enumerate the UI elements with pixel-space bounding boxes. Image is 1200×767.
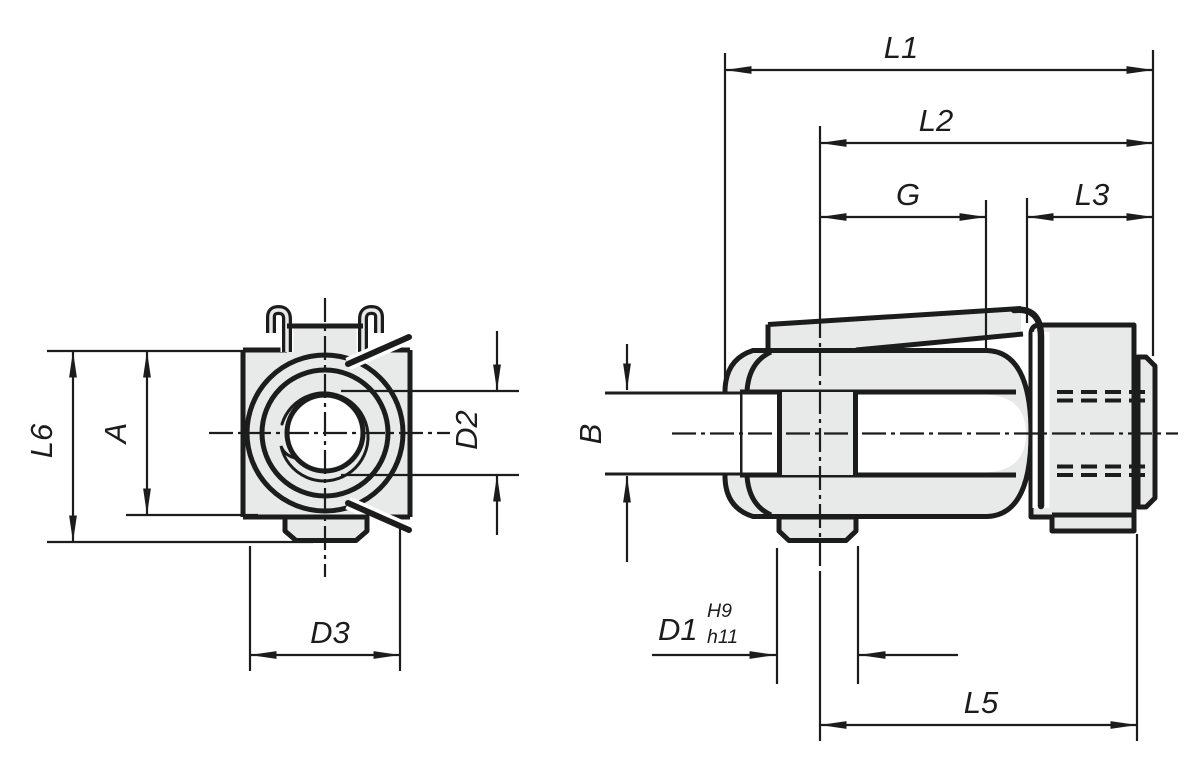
front-view [240, 303, 413, 543]
clip-wire-end-top [345, 331, 412, 370]
thread-hidden-lines [1033, 390, 1148, 477]
clip-wire-end-bottom [345, 497, 412, 536]
dim-a: A [98, 351, 151, 515]
dim-label-d3: D3 [310, 615, 350, 650]
dim-label-l1: L1 [884, 30, 918, 65]
pin-head-side [776, 514, 859, 543]
dim-label-l6: L6 [24, 423, 59, 458]
clip-wire-front-circle [279, 391, 370, 483]
dim-d2: D2 [449, 331, 501, 535]
extension-lines [47, 50, 1155, 741]
dim-label-d1-tolerance-upper: H9 [707, 600, 732, 622]
dim-label-a: A [98, 423, 133, 446]
dim-label-b: B [573, 424, 608, 445]
dimensions: L1 L2 G L3 L6 A D2 B [24, 30, 1155, 741]
fork-chamfer-curves [744, 349, 773, 518]
dim-l5: L5 [820, 685, 1137, 729]
dim-d3: D3 [250, 615, 400, 659]
clip-prong-right [356, 303, 386, 352]
clip-wire-bend [1010, 306, 1050, 510]
centerlines [209, 298, 1178, 577]
dim-l6: L6 [24, 351, 77, 542]
dim-label-d1: D1 [658, 612, 698, 647]
dim-b: B [573, 344, 631, 562]
dim-l1: L1 [725, 30, 1153, 74]
dim-g: G [820, 177, 986, 221]
dim-label-l2: L2 [919, 103, 953, 138]
dim-l3: L3 [1027, 177, 1153, 221]
clip-band-side-edges [765, 306, 1024, 353]
rod-outline [605, 391, 740, 476]
dim-label-l5: L5 [964, 685, 999, 720]
side-view [605, 306, 1158, 543]
end-cap [1135, 354, 1158, 510]
dim-label-d2: D2 [449, 410, 484, 450]
clip-prong-left [264, 303, 294, 352]
dim-l2: L2 [820, 103, 1153, 147]
clip-band-side [768, 309, 1021, 352]
dim-label-l3: L3 [1075, 177, 1109, 212]
dim-label-d1-tolerance-lower: h11 [707, 626, 738, 648]
dim-label-g: G [896, 177, 920, 212]
dim-d1: D1 H9 h11 [652, 600, 958, 659]
